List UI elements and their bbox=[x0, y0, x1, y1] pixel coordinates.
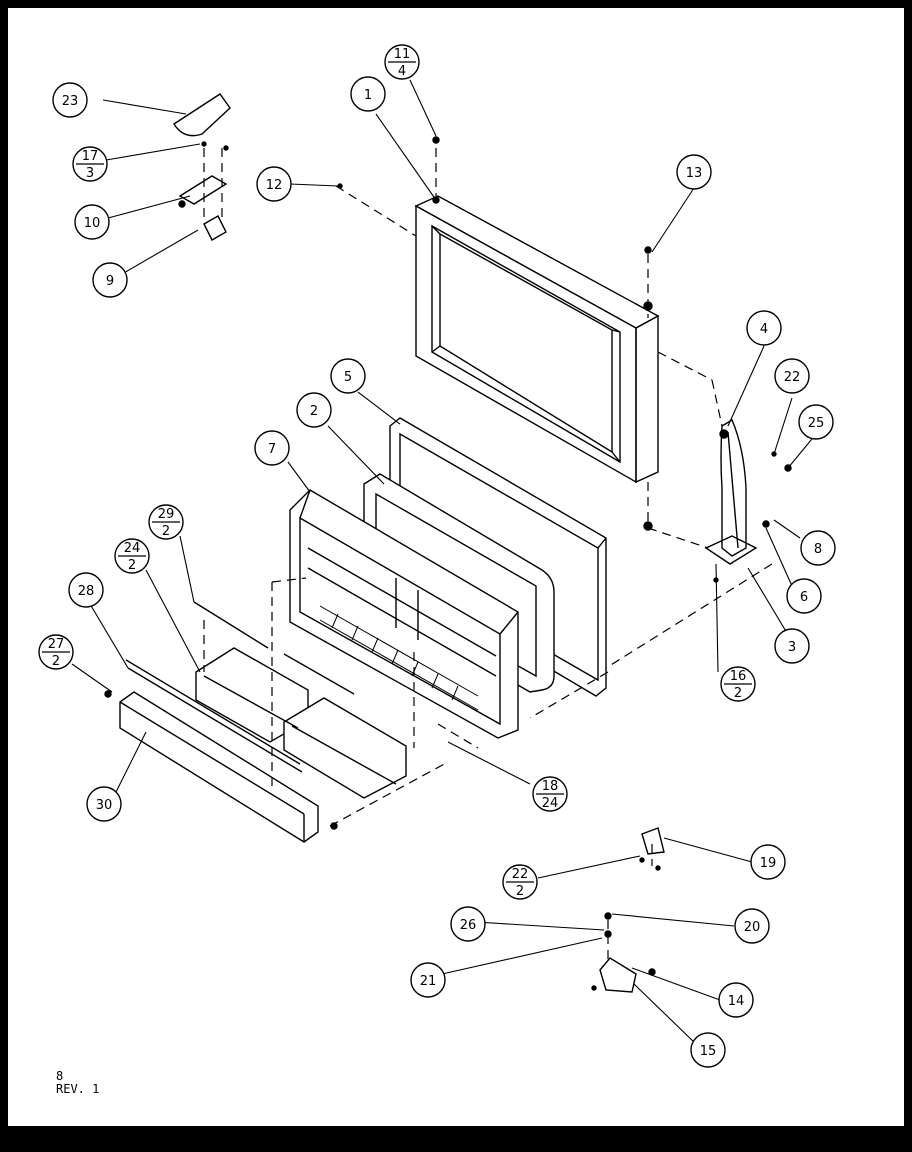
exploded-parts-diagram: 1 2 3 4 5 bbox=[38, 44, 836, 1068]
callout-9: 9 bbox=[92, 262, 128, 298]
diagram-sheet: 1 2 3 4 5 bbox=[8, 8, 904, 1126]
door-shell bbox=[289, 489, 519, 739]
svg-text:18: 18 bbox=[542, 779, 559, 794]
svg-text:27: 27 bbox=[48, 637, 65, 652]
callout-23: 23 bbox=[52, 82, 88, 118]
callout-28: 28 bbox=[68, 572, 104, 608]
callout-21: 21 bbox=[410, 962, 446, 998]
svg-text:29: 29 bbox=[158, 507, 175, 522]
callout-3: 3 bbox=[774, 628, 810, 664]
crisper-drawers bbox=[195, 647, 407, 799]
svg-text:11: 11 bbox=[394, 47, 411, 62]
svg-text:17: 17 bbox=[82, 149, 99, 164]
outer-door-frame bbox=[414, 195, 660, 484]
svg-text:2: 2 bbox=[734, 686, 742, 701]
svg-text:12: 12 bbox=[266, 178, 283, 193]
callout-8: 8 bbox=[800, 530, 836, 566]
page-footer: 8 REV. 1 bbox=[56, 1070, 99, 1096]
callout-29: 29 2 bbox=[148, 504, 184, 540]
svg-text:2: 2 bbox=[162, 524, 170, 539]
svg-text:10: 10 bbox=[84, 216, 101, 231]
callout-18: 18 24 bbox=[532, 776, 568, 812]
svg-text:1: 1 bbox=[364, 88, 372, 103]
callout-20: 20 bbox=[734, 908, 770, 944]
svg-text:4: 4 bbox=[398, 64, 406, 79]
svg-text:21: 21 bbox=[420, 974, 437, 989]
callout-24: 24 2 bbox=[114, 538, 150, 574]
callout-27: 27 2 bbox=[38, 634, 74, 670]
callout-4: 4 bbox=[746, 310, 782, 346]
svg-text:2: 2 bbox=[52, 654, 60, 669]
callout-7: 7 bbox=[254, 430, 290, 466]
callout-5: 5 bbox=[330, 358, 366, 394]
callout-1: 1 bbox=[350, 76, 386, 112]
scan-border-strip bbox=[0, 1126, 912, 1152]
hardware-screws bbox=[104, 136, 792, 991]
svg-text:16: 16 bbox=[730, 669, 747, 684]
svg-text:30: 30 bbox=[96, 798, 113, 813]
svg-text:3: 3 bbox=[788, 640, 796, 655]
callout-16: 16 2 bbox=[720, 666, 756, 702]
callout-19: 19 bbox=[750, 844, 786, 880]
callout-12: 12 bbox=[256, 166, 292, 202]
svg-text:8: 8 bbox=[814, 542, 822, 557]
svg-text:9: 9 bbox=[106, 274, 114, 289]
svg-text:4: 4 bbox=[760, 322, 768, 337]
svg-text:25: 25 bbox=[808, 416, 825, 431]
callout-17: 17 3 bbox=[72, 146, 108, 182]
svg-text:6: 6 bbox=[800, 590, 808, 605]
revision-label: REV. 1 bbox=[56, 1082, 100, 1096]
hinge-bracket bbox=[704, 418, 758, 565]
callout-25: 25 bbox=[798, 404, 834, 440]
svg-text:22: 22 bbox=[512, 867, 529, 882]
svg-text:3: 3 bbox=[86, 166, 94, 181]
callout-22-2: 22 2 bbox=[502, 864, 538, 900]
callout-6: 6 bbox=[786, 578, 822, 614]
svg-text:5: 5 bbox=[344, 370, 352, 385]
svg-text:19: 19 bbox=[760, 856, 777, 871]
assembly-lines bbox=[203, 148, 773, 962]
svg-text:2: 2 bbox=[516, 884, 524, 899]
svg-text:14: 14 bbox=[728, 994, 745, 1009]
callout-10: 10 bbox=[74, 204, 110, 240]
svg-text:20: 20 bbox=[744, 920, 761, 935]
svg-text:2: 2 bbox=[128, 558, 136, 573]
shelf-rails bbox=[125, 601, 355, 773]
callout-11: 11 4 bbox=[384, 44, 420, 80]
svg-text:13: 13 bbox=[686, 166, 703, 181]
callout-14: 14 bbox=[718, 982, 754, 1018]
svg-text:15: 15 bbox=[700, 1044, 717, 1059]
page-number: 8 bbox=[56, 1069, 64, 1083]
callout-26: 26 bbox=[450, 906, 486, 942]
callout-22: 22 bbox=[774, 358, 810, 394]
svg-text:23: 23 bbox=[62, 94, 79, 109]
door-shelf-bin bbox=[119, 691, 319, 843]
svg-text:2: 2 bbox=[310, 404, 318, 419]
svg-text:28: 28 bbox=[78, 584, 95, 599]
svg-text:7: 7 bbox=[268, 442, 276, 457]
svg-text:24: 24 bbox=[124, 541, 141, 556]
top-hinge-parts bbox=[173, 93, 231, 241]
lower-bracket-parts bbox=[599, 827, 665, 993]
callout-2: 2 bbox=[296, 392, 332, 428]
svg-text:24: 24 bbox=[542, 796, 559, 811]
callout-15: 15 bbox=[690, 1032, 726, 1068]
svg-text:22: 22 bbox=[784, 370, 801, 385]
callout-30: 30 bbox=[86, 786, 122, 822]
callout-13: 13 bbox=[676, 154, 712, 190]
svg-text:26: 26 bbox=[460, 918, 477, 933]
leader-lines bbox=[71, 79, 817, 1045]
